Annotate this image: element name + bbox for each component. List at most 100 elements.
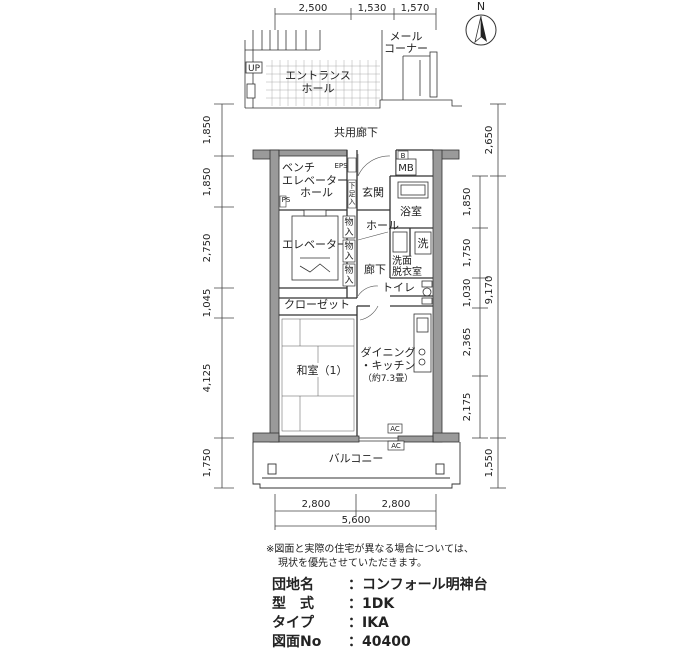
right-inner-dim-3: 1,030: [462, 279, 473, 308]
left-dim-6: 1,750: [202, 449, 213, 478]
balcony-outline: [252, 442, 461, 489]
elevator-hall-label-1: エレベーター: [282, 174, 348, 187]
elevator-label: エレベーター: [282, 238, 348, 251]
toilet-label: トイレ: [382, 281, 415, 294]
ac-label-2: AC: [391, 442, 401, 450]
entrance-hall-label-1: エントランス: [285, 69, 351, 82]
hall-label: ホール: [366, 219, 399, 232]
right-dimension-lines: [472, 103, 506, 489]
interior-walls: [279, 149, 433, 436]
info-key: タイプ: [272, 615, 314, 631]
entrance-door-icon: [246, 83, 256, 99]
washroom-label-2: 脱衣室: [392, 265, 422, 278]
elevator-car-icon: [291, 209, 339, 281]
eps-label: EPS: [334, 162, 348, 170]
bottom-dimension-line: [274, 494, 437, 530]
up-stair-box: [245, 61, 263, 74]
dk-label-3: （約7.3畳）: [363, 372, 413, 384]
shoe-label-2: 足: [349, 190, 356, 198]
disclaimer-line-1: ※図面と実際の住宅が異なる場合については、: [266, 544, 474, 555]
top-dim-2: 1,530: [358, 3, 387, 14]
washer-box: [414, 231, 432, 255]
right-inner-dim-2: 1,750: [462, 239, 473, 268]
disclaimer-line-2: 現状を優先させていただきます。: [278, 558, 427, 569]
shoe-label-3: 入: [349, 198, 356, 206]
info-row-type: 型 式：1DK: [272, 596, 395, 612]
right-inner-dim-4: 2,365: [462, 328, 473, 357]
elevator-hall-label-2: ホール: [300, 186, 333, 199]
right-inner-dim-5: 2,175: [462, 393, 473, 422]
storage-3-label-1: 物: [344, 264, 353, 276]
dk-label-1: ダイニング: [361, 345, 416, 359]
top-dim-3: 1,570: [401, 3, 430, 14]
mail-corner-label-1: メール: [390, 30, 423, 43]
bath-label: 浴室: [400, 204, 422, 218]
entrance-area: [244, 30, 462, 109]
info-row-drawing-no: 図面No：40400: [272, 634, 411, 650]
storage-1-label-1: 物: [344, 216, 353, 228]
storage-1-label-2: 入: [344, 227, 353, 238]
kitchen-counter-icon: [413, 313, 432, 373]
closet-label: クローゼット: [284, 298, 350, 311]
washer-label: 洗: [418, 237, 429, 250]
compass-label: N: [477, 0, 485, 13]
structure-walls: [252, 149, 460, 443]
info-value: 40400: [362, 634, 411, 650]
left-dim-3: 2,750: [202, 234, 213, 263]
right-outer-dim-2: 9,170: [484, 276, 495, 305]
tatami-mats: [281, 318, 355, 432]
corridor-label: 廊下: [364, 262, 386, 276]
dk-label-2: ・キッチン: [361, 359, 416, 372]
property-info: 団地名：コンフォール明神台 型 式：1DK タイプ：IKA 図面No：40400: [272, 576, 488, 652]
ps-label: PS: [282, 196, 291, 204]
genkan-label: 玄関: [362, 185, 384, 199]
info-row-subtype: タイプ：IKA: [272, 615, 389, 631]
washroom-label-1: 洗面: [392, 255, 412, 267]
door-swings: [357, 154, 391, 321]
storage-boxes: [342, 215, 356, 287]
washitsu-label: 和室（1）: [297, 363, 348, 377]
common-corridor-label: 共用廊下: [334, 125, 378, 139]
bottom-dim-1: 2,800: [302, 499, 331, 510]
right-outer-dim-3: 1,550: [484, 449, 495, 478]
left-dimension-line: [214, 103, 234, 489]
bathtub-icon: [397, 181, 429, 199]
storage-2-label-2: 入: [344, 251, 353, 262]
up-label: UP: [248, 64, 261, 74]
top-dimension-line: [274, 8, 437, 30]
b-box: [397, 150, 409, 160]
floor-plan: 2,500 1,530 1,570 N: [202, 0, 506, 530]
storage-3-label-2: 入: [344, 275, 353, 286]
left-dim-2: 1,850: [202, 168, 213, 197]
top-dim-1: 2,500: [299, 3, 328, 14]
balcony-label: バルコニー: [329, 452, 384, 465]
mb-label: MB: [398, 163, 414, 174]
left-dim-4: 1,045: [202, 289, 213, 318]
ac-label-1: AC: [390, 425, 400, 433]
washitsu-label-bg: [300, 363, 344, 377]
info-key: 型 式: [272, 596, 314, 612]
info-value: 1DK: [362, 596, 395, 612]
b-label: B: [401, 152, 406, 160]
bench-label: ベンチ: [282, 161, 315, 174]
north-arrow-icon: [465, 14, 497, 46]
toilet-icon: [421, 280, 433, 305]
ac-unit-1: [387, 423, 403, 434]
mail-corner-label-2: コーナー: [384, 42, 428, 55]
info-value: IKA: [362, 615, 389, 631]
info-row-name: 団地名：コンフォール明神台: [272, 577, 488, 593]
ps-box: [279, 195, 287, 208]
entrance-hall-tiles: [266, 60, 380, 106]
right-outer-dim-1: 2,650: [484, 126, 495, 155]
bottom-dim-total: 5,600: [342, 515, 371, 526]
info-key: 図面No: [272, 634, 322, 650]
entrance-hall-label-2: ホール: [302, 82, 335, 95]
shoe-label-1: 下: [349, 182, 356, 190]
shoe-storage: [347, 179, 357, 209]
left-dim-5: 4,125: [202, 364, 213, 393]
bottom-dim-2: 2,800: [382, 499, 411, 510]
info-key: 団地名: [272, 577, 314, 593]
right-inner-dim-1: 1,850: [462, 188, 473, 217]
disclaimer-note: ※図面と実際の住宅が異なる場合については、 現状を優先させていただきます。: [266, 543, 474, 571]
eps-box: [347, 157, 357, 173]
